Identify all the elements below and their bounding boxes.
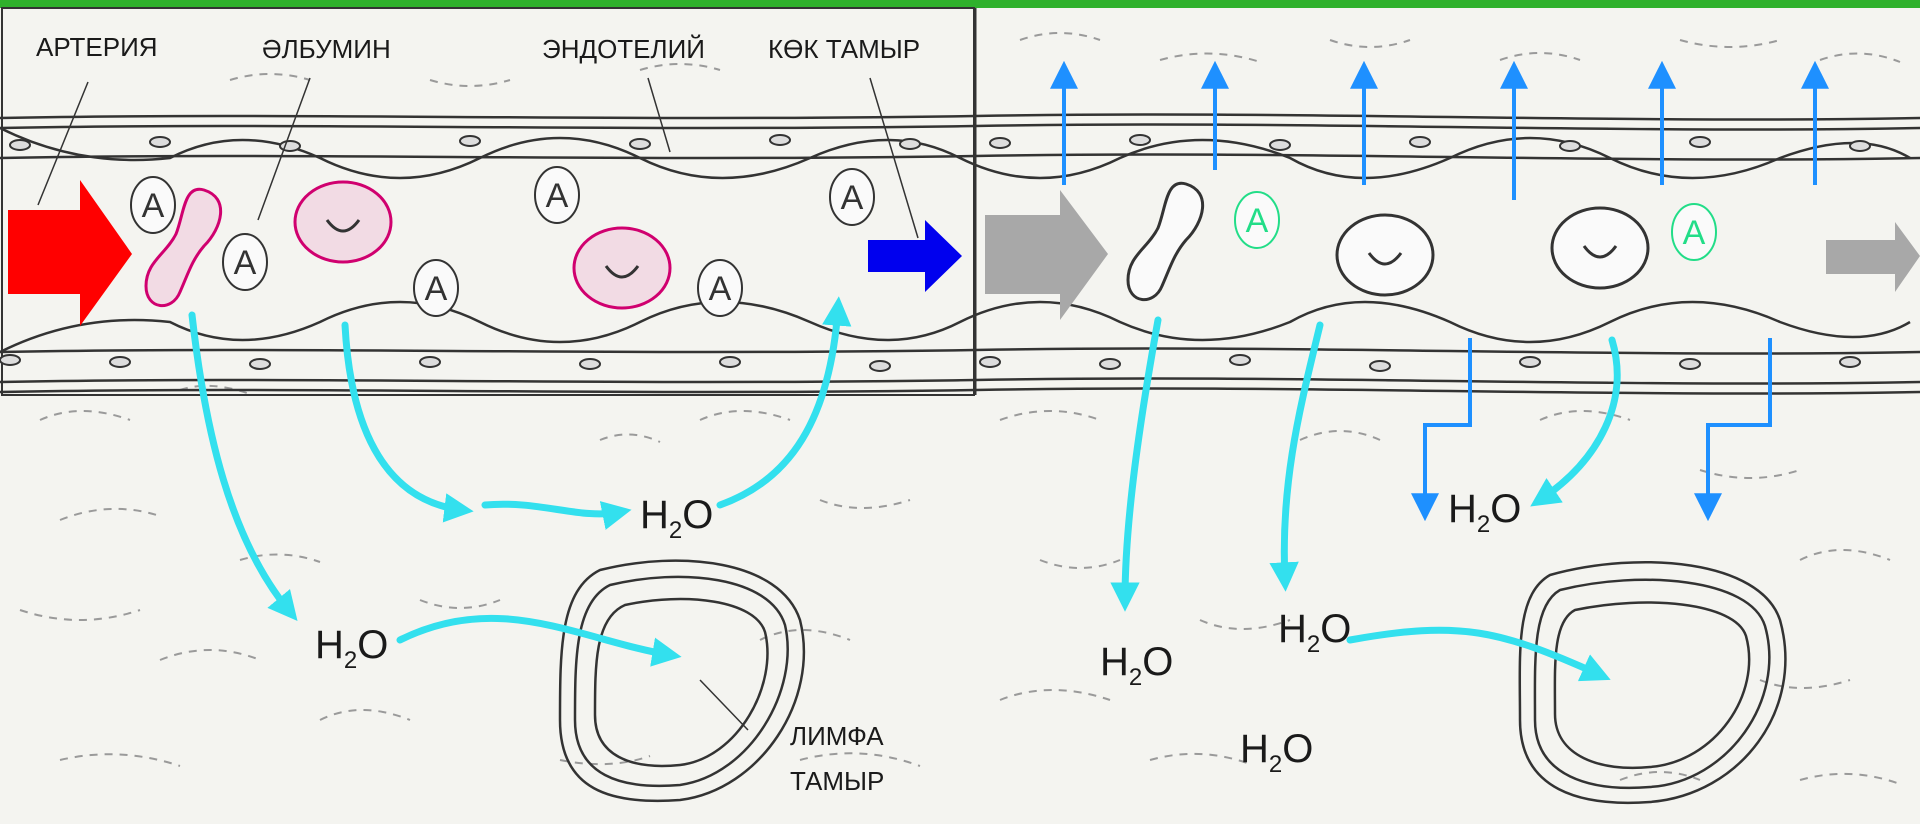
albumin-left-1: A [131, 177, 175, 233]
albumin-label: ӘЛБУМИН [262, 34, 391, 64]
albumin-symbol: A [234, 244, 257, 282]
rbc-right-3 [1552, 208, 1648, 288]
tissue-texture [20, 33, 1900, 784]
lymph-vessel-right [1520, 562, 1786, 803]
albumin-right-1: A [1235, 192, 1279, 248]
albumin-right-2: A [1672, 204, 1716, 260]
albumin-symbol: A [546, 177, 569, 215]
rbc-right-2 [1337, 215, 1433, 295]
albumin-left-3: A [414, 260, 458, 316]
water-label-right-3: H2O [1100, 640, 1173, 691]
albumin-left-6: A [830, 169, 874, 225]
water-label-right-2: H2O [1278, 607, 1351, 658]
albumin-left-2: A [223, 234, 267, 290]
venous-flow-arrow [868, 220, 962, 292]
albumin-left-5: A [698, 260, 742, 316]
albumin-symbol: A [1683, 214, 1706, 252]
outgoing-flow-arrow [1826, 222, 1920, 292]
artery-label: АРТЕРИЯ [36, 32, 158, 62]
water-labels: H2O H2O H2O H2O H2O H2O [315, 487, 1521, 778]
rbc-left-3 [574, 228, 670, 308]
albumin-symbol: A [841, 179, 864, 217]
water-label-left-1: H2O [640, 493, 713, 544]
arterial-flow-arrow [8, 180, 132, 326]
water-flow-arrows [192, 308, 1617, 675]
lymph-label-line2: ТАМЫР [790, 766, 884, 796]
albumin-symbol: A [1246, 202, 1269, 240]
water-label-left-2: H2O [315, 623, 388, 674]
top-border [0, 0, 1920, 8]
rbc-left-2 [295, 182, 391, 262]
water-label-right-1: H2O [1448, 487, 1521, 538]
water-label-right-4: H2O [1240, 727, 1313, 778]
rbc-right-1 [1128, 183, 1203, 299]
vessel-wall-lower [0, 302, 1920, 394]
albumin-symbol: A [425, 270, 448, 308]
vein-label: КӨК ТАМЫР [768, 34, 920, 64]
albumin-left-4: A [535, 167, 579, 223]
albumin-symbol: A [142, 187, 165, 225]
endothelium-label: ЭНДОТЕЛИЙ [542, 34, 705, 64]
lymph-label-line1: ЛИМФА [790, 721, 884, 751]
albumin-symbol: A [709, 270, 732, 308]
labels-layer: АРТЕРИЯ ӘЛБУМИН ЭНДОТЕЛИЙ КӨК ТАМЫР ЛИМФ… [36, 32, 920, 796]
incoming-flow-arrow [985, 190, 1108, 320]
